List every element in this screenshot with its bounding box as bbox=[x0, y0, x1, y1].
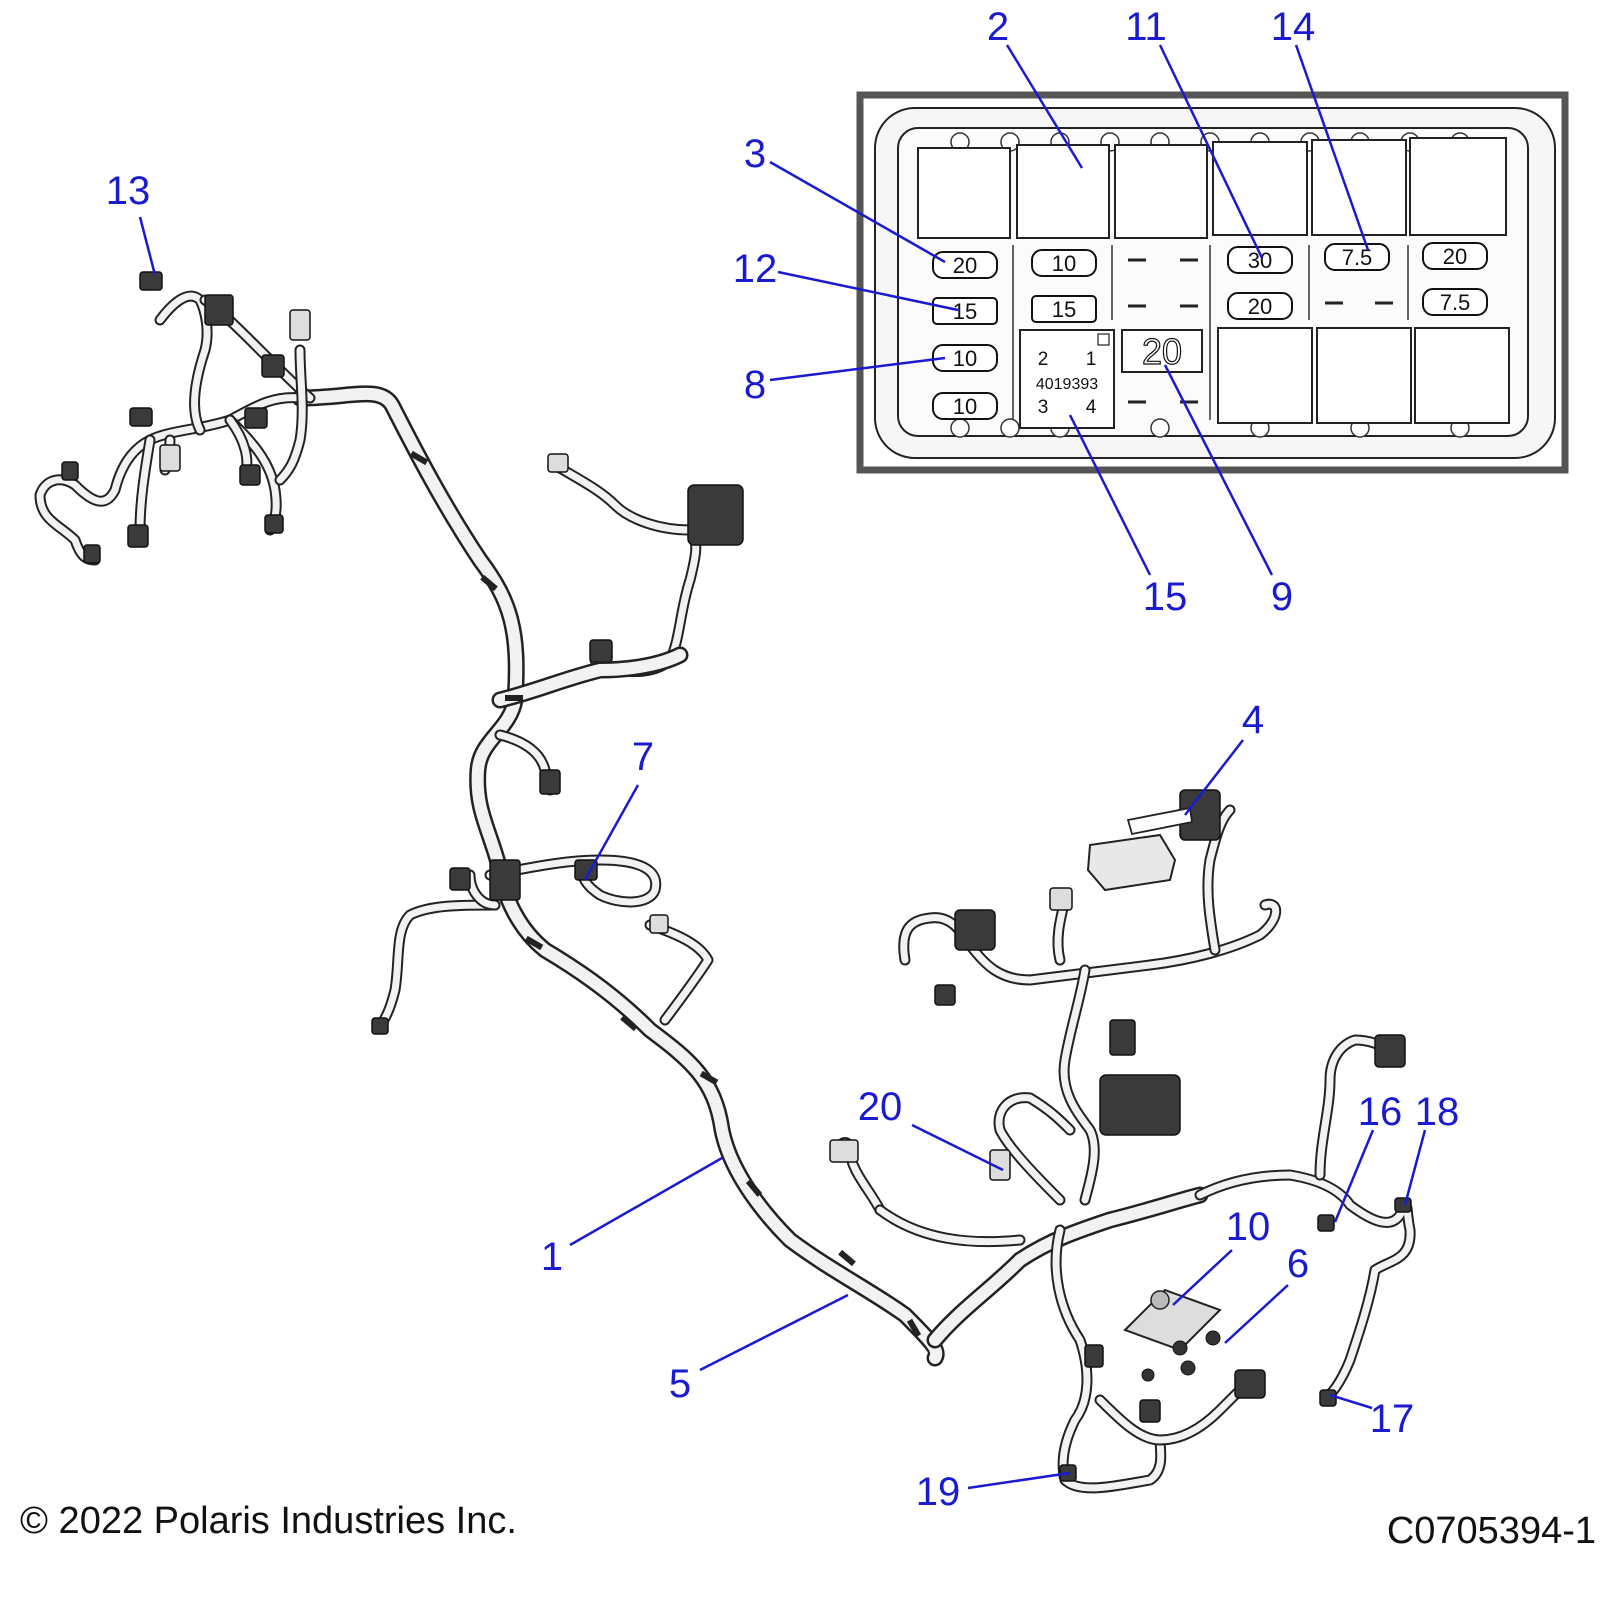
callout-12-label: 12 bbox=[733, 247, 778, 291]
callout-4: 4 bbox=[1184, 698, 1264, 816]
callout-19: 19 bbox=[916, 1470, 1071, 1514]
callout-19-label: 19 bbox=[916, 1470, 961, 1514]
relay-pin-2: 2 bbox=[1038, 349, 1049, 370]
callout-10: 10 bbox=[1172, 1205, 1271, 1306]
fuse-value: 10 bbox=[953, 394, 977, 419]
fuse-r1c7: 20 bbox=[1422, 242, 1488, 270]
main-harness bbox=[34, 271, 1416, 1494]
fuse-r3c1: 10 bbox=[932, 344, 998, 372]
callout-6: 6 bbox=[1224, 1242, 1309, 1344]
callout-8: 8 bbox=[744, 356, 946, 407]
maxi-fuse-value: 20 bbox=[1142, 331, 1182, 372]
callout-14: 14 bbox=[1271, 5, 1370, 251]
bolts bbox=[1141, 1330, 1221, 1382]
callout-20-label: 20 bbox=[858, 1085, 903, 1129]
callout-10-label: 10 bbox=[1226, 1205, 1271, 1249]
callout-2: 2 bbox=[987, 5, 1084, 169]
callout-1: 1 bbox=[541, 1156, 723, 1279]
relay-pin-1: 1 bbox=[1086, 349, 1097, 370]
fuse-r1c5: 30 bbox=[1227, 246, 1293, 274]
fuse-value: 20 bbox=[1248, 294, 1272, 319]
fuse-r1c1: 20 bbox=[932, 251, 998, 279]
callout-13: 13 bbox=[106, 169, 157, 276]
callout-11-label: 11 bbox=[1125, 5, 1167, 49]
callout-15-label: 15 bbox=[1143, 575, 1188, 619]
fuse-r1c6: 7.5 bbox=[1324, 243, 1390, 271]
fuse-value: 10 bbox=[1052, 251, 1076, 276]
callout-2-label: 2 bbox=[987, 5, 1009, 49]
callout-20: 20 bbox=[858, 1085, 1004, 1172]
relay-part-number: 4019393 bbox=[1036, 376, 1098, 393]
callout-16: 16 bbox=[1333, 1090, 1403, 1223]
callout-5: 5 bbox=[669, 1293, 849, 1406]
callout-3-label: 3 bbox=[744, 132, 766, 176]
callout-9: 9 bbox=[1163, 364, 1293, 619]
fuse-r2c5: 20 bbox=[1227, 292, 1293, 320]
callout-7: 7 bbox=[583, 735, 654, 881]
callout-8-label: 8 bbox=[744, 363, 766, 407]
callout-16-label: 16 bbox=[1358, 1090, 1403, 1134]
fuse-value: 10 bbox=[953, 346, 977, 371]
fuse-value: 15 bbox=[953, 299, 977, 324]
callout-6-label: 6 bbox=[1287, 1242, 1309, 1286]
callout-15: 15 bbox=[1068, 414, 1188, 619]
copyright-text: © 2022 Polaris Industries Inc. bbox=[20, 1500, 517, 1542]
maxi-fuse: 20 bbox=[1121, 329, 1203, 373]
callout-1-label: 1 bbox=[541, 1235, 563, 1279]
label-sticker bbox=[1126, 806, 1194, 836]
fuse-value: 20 bbox=[953, 253, 977, 278]
fuse-r1c2: 10 bbox=[1031, 249, 1097, 277]
fuse-value: 20 bbox=[1443, 244, 1467, 269]
relay-pin-4: 4 bbox=[1086, 397, 1097, 418]
callout-9-label: 9 bbox=[1271, 575, 1293, 619]
fuse-value: 15 bbox=[1052, 297, 1076, 322]
fuse-r4c1: 10 bbox=[932, 392, 998, 420]
callout-18-label: 18 bbox=[1415, 1090, 1460, 1134]
fuse-r2c1: 15 bbox=[932, 297, 998, 325]
callout-17: 17 bbox=[1329, 1393, 1415, 1441]
callout-18: 18 bbox=[1403, 1090, 1460, 1206]
fuse-r2c2: 15 bbox=[1031, 295, 1097, 323]
callout-7-label: 7 bbox=[632, 735, 654, 779]
grommet bbox=[1123, 1288, 1222, 1352]
callout-5-label: 5 bbox=[669, 1362, 691, 1406]
fuse-r2c7: 7.5 bbox=[1422, 288, 1488, 316]
callout-12: 12 bbox=[733, 247, 959, 312]
fuse-box-inset: 20 10 30 7.5 20 15 15 20 bbox=[856, 91, 1569, 474]
relay-pin-3: 3 bbox=[1038, 397, 1049, 418]
callout-13-label: 13 bbox=[106, 169, 151, 213]
diagram-id: C0705394-1 bbox=[1386, 1510, 1596, 1552]
control-module bbox=[1086, 833, 1177, 892]
callouts: 1 2 3 4 5 6 7 8 bbox=[106, 5, 1460, 1514]
callout-4-label: 4 bbox=[1242, 698, 1264, 742]
relay-4019393: 2 1 4019393 3 4 bbox=[1019, 329, 1115, 429]
callout-17-label: 17 bbox=[1370, 1397, 1415, 1441]
fuse-value: 7.5 bbox=[1440, 290, 1471, 315]
callout-14-label: 14 bbox=[1271, 5, 1316, 49]
callout-11: 11 bbox=[1125, 5, 1264, 259]
callout-3: 3 bbox=[744, 132, 946, 264]
